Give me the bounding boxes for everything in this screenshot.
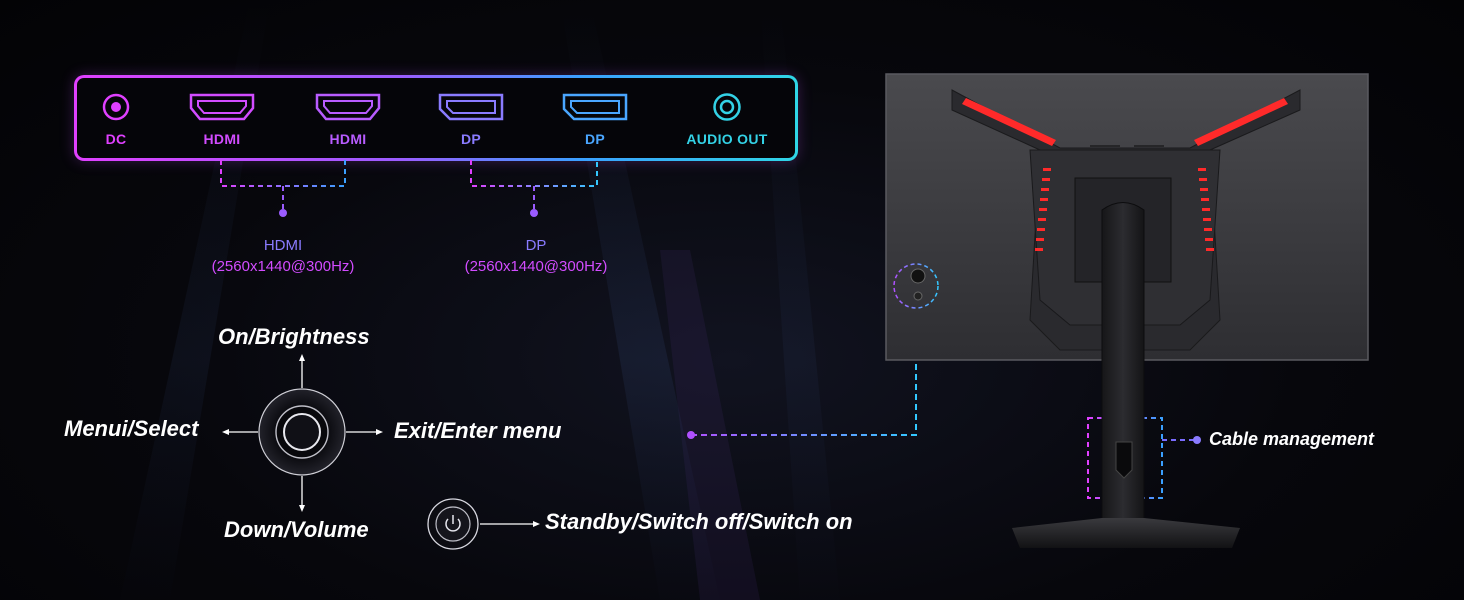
port-hdmi-2: HDMI <box>293 78 403 147</box>
control-up-label: On/Brightness <box>218 324 370 349</box>
port-label-dc: DC <box>105 131 127 147</box>
power-button-label: Standby/Switch off/Switch on <box>545 509 853 534</box>
port-label-dp-1: DP <box>460 131 482 147</box>
dp-resolution-label: DP (2560x1440@300Hz) <box>436 235 636 277</box>
joystick-diagram <box>222 354 383 512</box>
port-label-hdmi-2: HDMI <box>329 131 367 147</box>
power-icon <box>445 515 461 532</box>
io-port-panel: DC HDMI HDMI DP DP AUDIO OUT <box>74 75 798 161</box>
hdmi-spec: (2560x1440@300Hz) <box>211 258 355 275</box>
port-dp-2: DP <box>540 78 650 147</box>
hdmi-resolution-label: HDMI (2560x1440@300Hz) <box>183 235 383 277</box>
port-dc: DC <box>61 78 171 147</box>
power-button-diagram <box>427 498 540 550</box>
port-audio-out: AUDIO OUT <box>672 78 782 147</box>
dp-name: DP <box>525 237 547 254</box>
control-left-label: Menui/Select <box>64 416 199 441</box>
port-label-hdmi-1: HDMI <box>203 131 241 147</box>
displayport-icon <box>438 93 504 121</box>
control-down-label: Down/Volume <box>224 517 369 542</box>
dc-port-icon <box>102 93 130 121</box>
monitor-rear-illustration <box>885 73 1369 548</box>
port-dp-1: DP <box>416 78 526 147</box>
control-right-label: Exit/Enter menu <box>394 418 562 443</box>
hdmi-port-icon <box>189 93 255 121</box>
cable-management-label: Cable management <box>1209 429 1375 449</box>
audio-out-icon <box>713 93 741 121</box>
hdmi-name: HDMI <box>263 237 303 254</box>
dp-spec: (2560x1440@300Hz) <box>464 258 608 275</box>
displayport-icon <box>562 93 628 121</box>
port-label-audio-out: AUDIO OUT <box>686 131 768 147</box>
port-label-dp-2: DP <box>584 131 606 147</box>
port-hdmi-1: HDMI <box>167 78 277 147</box>
hdmi-port-icon <box>315 93 381 121</box>
